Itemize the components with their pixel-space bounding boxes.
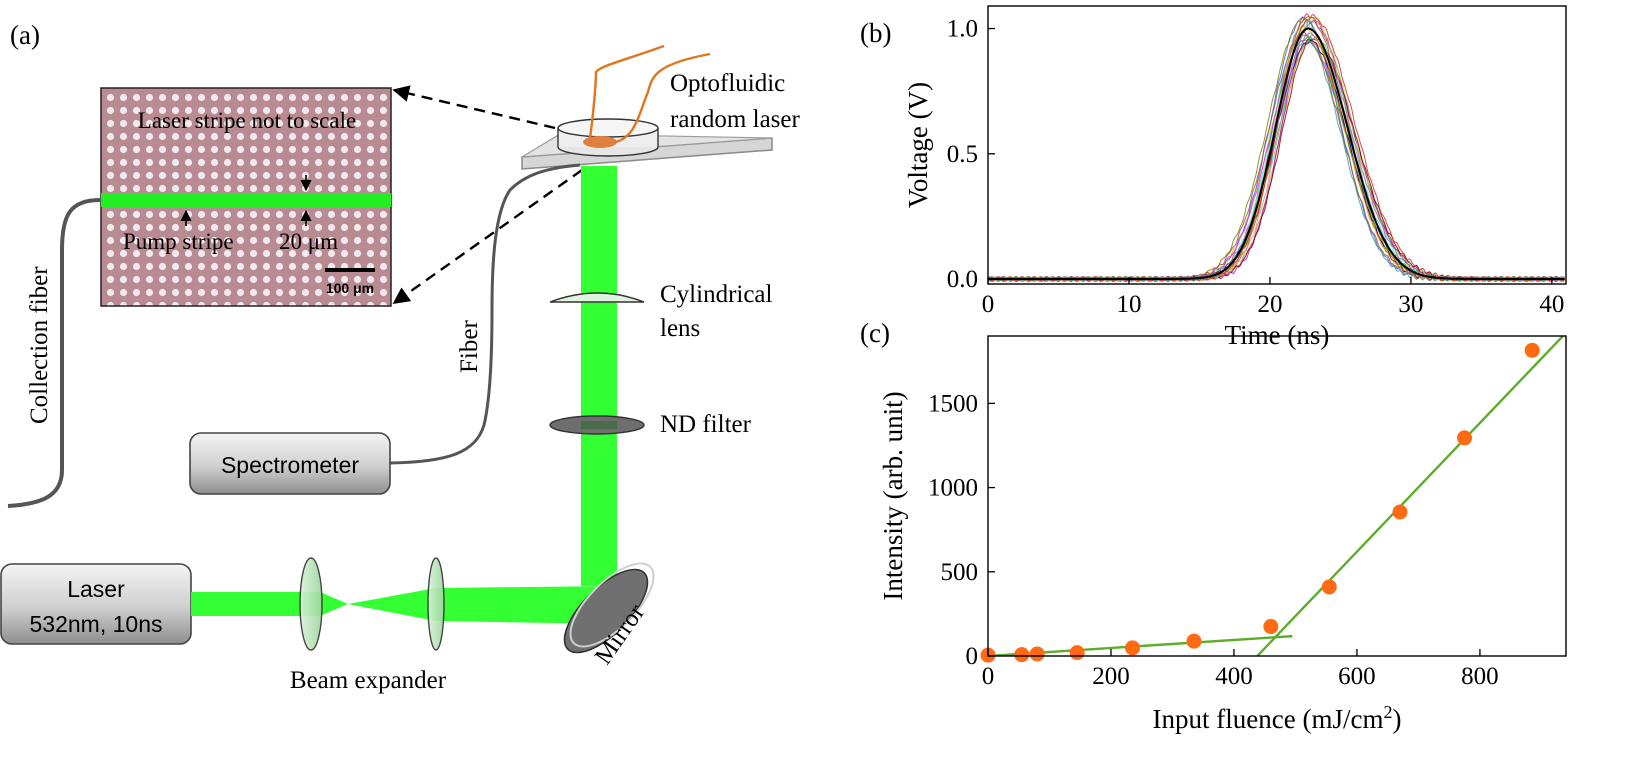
fiber-label: Fiber [456, 320, 483, 373]
horizontal-beam [191, 592, 348, 616]
data-point [1321, 579, 1337, 595]
data-point [1069, 645, 1085, 661]
x-tick-label: 200 [1092, 663, 1130, 690]
mean-pulse-trace [988, 27, 1565, 280]
chart-c-frame [987, 335, 1567, 657]
pulse-trace [988, 32, 1565, 283]
chart-b-xlabel: Time (ns) [1225, 320, 1330, 350]
pump-stripe-label: Pump stripe [123, 229, 234, 254]
collection-fiber [7, 198, 101, 508]
data-point [1524, 342, 1540, 358]
y-tick-label: 0 [966, 643, 979, 670]
pulse-trace [988, 14, 1565, 283]
vertical-beam [581, 166, 617, 586]
chart-b: (b) 0 10 20 30 40 0.0 0.5 1.0 Time (ns) Voltage… [860, 5, 1567, 350]
x-tick-label: 10 [1116, 291, 1141, 318]
pulse-trace [988, 33, 1565, 283]
cylindrical-lens [549, 292, 645, 303]
micrograph-inset: Laser stripe not to scale Pump stripe 20… [100, 87, 392, 307]
optofluidic-random-laser [557, 44, 711, 157]
data-point [1125, 640, 1140, 656]
data-point [1186, 633, 1202, 649]
cylindrical-lens-label-1: Cylindrical [660, 281, 773, 308]
pulse-trace [988, 13, 1565, 283]
y-tick-label: 1500 [928, 390, 978, 417]
beam-expander-lens-1 [299, 557, 323, 651]
chart-c: (c) 0 200 400 600 800 0 500 1000 1500 Input flue… [860, 318, 1567, 734]
collection-fiber-label: Collection fiber [26, 266, 53, 424]
sample-droplet [583, 136, 617, 148]
x-tick-label: 30 [1398, 291, 1423, 318]
x-tick-label: 400 [1215, 663, 1253, 690]
y-tick-label: 0.5 [947, 141, 978, 168]
spectrometer: Spectrometer [189, 432, 391, 495]
laser-label-2: 532nm, 10ns [30, 611, 163, 637]
panel-label-c: (c) [860, 318, 890, 348]
beam-expander-lens-2 [427, 557, 445, 651]
scale-bar-label: 100 μm [326, 280, 374, 296]
beam-expander-label: Beam expander [290, 667, 447, 694]
nd-filter-label: ND filter [660, 411, 752, 438]
data-point [1263, 619, 1279, 635]
chart-b-frame [987, 5, 1567, 285]
pulse-trace [988, 19, 1565, 282]
optofluidic-label-1: Optofluidic [670, 70, 785, 97]
x-tick-label: 0 [982, 663, 995, 690]
x-tick-label: 800 [1461, 663, 1499, 690]
cylindrical-lens-label-2: lens [660, 315, 700, 342]
data-point [1014, 647, 1030, 663]
inset-title: Laser stripe not to scale [138, 108, 356, 133]
y-tick-label: 500 [941, 559, 979, 586]
y-tick-label: 1.0 [947, 16, 978, 43]
pump-stripe-bar [101, 193, 391, 207]
chart-b-ylabel: Voltage (V) [903, 82, 933, 208]
panel-label-a: (a) [10, 20, 40, 50]
data-point [1457, 430, 1473, 446]
optofluidic-label-2: random laser [670, 106, 800, 133]
setup-diagram: (a) Laser stripe not to scale Pump strip… [0, 20, 800, 694]
chart-c-ylabel: Intensity (arb. unit) [878, 391, 908, 600]
tubing [588, 44, 665, 139]
data-point [1029, 646, 1045, 662]
stripe-width-label: 20 μm [279, 229, 338, 254]
y-tick-label: 0.0 [947, 266, 978, 293]
x-tick-label: 40 [1539, 291, 1564, 318]
pulse-trace [988, 30, 1565, 283]
pulse-trace [988, 34, 1565, 283]
scale-bar [325, 268, 375, 272]
pulse-trace [988, 30, 1565, 283]
laser-label-1: Laser [67, 576, 125, 602]
spectrometer-label: Spectrometer [221, 452, 359, 478]
chart-c-xlabel: Input fluence (mJ/cm2) [1153, 702, 1402, 734]
x-tick-label: 600 [1338, 663, 1376, 690]
x-tick-label: 20 [1257, 291, 1282, 318]
pulse-trace [988, 16, 1565, 283]
y-tick-label: 1000 [928, 475, 978, 502]
panel-label-b: (b) [860, 18, 891, 48]
pulse-trace [988, 38, 1565, 283]
fiber [389, 163, 581, 465]
laser-source: Laser 532nm, 10ns [0, 563, 192, 645]
pulse-trace [988, 16, 1565, 282]
data-point [1392, 504, 1408, 520]
fit-line [1256, 336, 1564, 656]
x-tick-label: 0 [982, 291, 995, 318]
pulse-trace [988, 16, 1565, 283]
